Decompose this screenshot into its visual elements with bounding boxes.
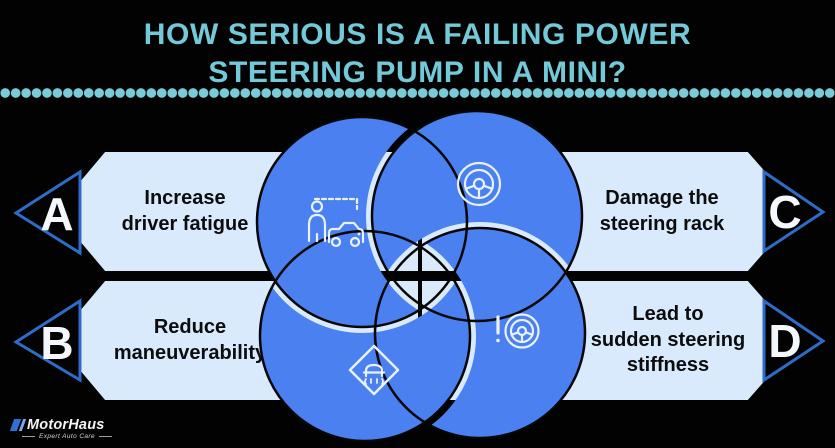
- triangle-d: [762, 298, 826, 383]
- label-a: A: [40, 188, 74, 240]
- brand-logo: MotorHaus Expert Auto Care: [9, 416, 132, 440]
- tagline-rule-right: [99, 436, 113, 437]
- brand-name: MotorHaus: [27, 416, 105, 433]
- label-c: C: [768, 186, 802, 238]
- triangle-b: [13, 298, 82, 383]
- banner-b-text: Reduce maneuverability: [113, 316, 267, 364]
- driver-and-car-icon: [307, 197, 365, 248]
- steering-wheel-icon: [456, 161, 502, 207]
- tagline-rule-left: [22, 436, 35, 437]
- triangle-a: [13, 169, 82, 256]
- steering-wheel-alert-icon: [496, 313, 540, 349]
- banner-a-text: Increase driver fatigue: [121, 187, 249, 235]
- label-d: D: [768, 315, 802, 367]
- page-title: HOW SERIOUS IS A FAILING POWER STEERING …: [143, 18, 692, 89]
- swirl-circle-outlines: [255, 109, 587, 443]
- triangle-c: [762, 169, 826, 254]
- dotted-divider: [0, 88, 835, 98]
- skid-warning-sign-icon: [348, 344, 400, 396]
- banner-d-text: Lead to sudden steering stiffness: [590, 303, 746, 377]
- label-b: B: [40, 317, 74, 369]
- swirl-circles: [257, 111, 585, 441]
- brand-tagline: Expert Auto Care: [39, 433, 96, 440]
- banner-c-text: Damage the steering rack: [599, 187, 725, 235]
